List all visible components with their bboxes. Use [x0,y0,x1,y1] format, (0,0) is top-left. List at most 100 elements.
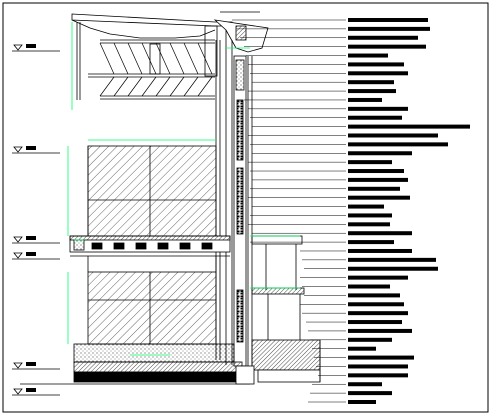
annotation-line [300,302,404,307]
annotation-line [248,89,396,94]
level-roof-top [12,44,60,52]
facade-insulation-3 [236,289,244,343]
slab-void [179,242,191,250]
annotation-line [304,266,438,271]
truss-diagonal [155,42,171,75]
paving-base [257,369,321,383]
upper-wall [87,145,217,237]
truss-diagonal [99,76,115,97]
truss-diagonal [113,76,129,97]
foundation-slab [73,371,243,383]
truss-web [99,42,213,97]
truss-diagonal [141,76,157,97]
annotation-line [252,124,470,129]
annotation-line [248,195,410,200]
truss-diagonal [141,42,157,75]
truss-bracket [149,43,161,75]
slab-void [157,242,169,250]
annotation-line [250,213,392,218]
facade-column [215,30,253,367]
annotation-line [312,346,376,351]
slab-void [91,242,103,250]
annotation-column [232,18,470,404]
cap-block [235,25,247,41]
truss-end-block [204,25,218,77]
annotation-line [250,115,402,120]
slab-voids [91,242,213,250]
annotation-line [310,337,392,342]
annotation-line [240,35,418,40]
facade-insulation-1 [236,99,244,161]
truss-diagonal [127,42,143,75]
slab-edge-beam [73,239,85,251]
facade-insulation-2 [236,167,244,235]
slab-void [135,242,147,250]
slab-void [201,242,213,250]
annotation-line [232,18,428,22]
level-mid-floor-lower [12,252,60,260]
level-upper [12,146,60,154]
annotation-line [300,248,412,253]
truss-diagonal [183,42,199,75]
level-markers [12,44,60,396]
annotation-line [252,231,412,236]
annotation-line [308,400,376,404]
slab-top-layer [69,235,231,241]
interior-slab-mid [251,287,305,295]
truss-diagonal [127,76,143,97]
roof-slab-top [71,13,233,27]
upper-wall-hatch [87,145,217,237]
annotation-line [250,169,404,174]
annotation-line [248,222,390,227]
annotation-line [248,106,408,111]
annotation-line [314,355,414,360]
annotation-line [310,391,392,396]
truss-diagonal [183,76,199,97]
annotation-line [300,275,408,280]
mid-floor-slab [69,235,231,272]
annotation-line [306,320,402,325]
slab-void [113,242,125,250]
annotation-line [252,177,408,182]
drain-box [235,365,255,385]
roof-truss [71,13,233,100]
annotation-line [252,80,394,85]
footing-band [73,361,243,373]
interior-right [235,235,321,385]
level-mid-floor [12,236,60,244]
truss-diagonal [169,76,185,97]
annotation-line [246,53,388,58]
annotation-line [248,160,392,165]
annotation-line [250,186,400,191]
annotation-line [250,240,394,245]
foundation [20,343,250,385]
dimensions [67,22,300,356]
interior-slab-upper [251,235,303,245]
roof-curve [71,19,216,39]
truss-diagonal [99,42,115,75]
annotation-line [302,284,390,289]
ground-paving [251,339,321,371]
annotation-line [302,311,408,316]
lower-wall-hatch [87,271,217,345]
annotation-line [252,204,384,209]
annotation-line [308,328,412,333]
annotation-line [304,293,400,298]
annotation-line [244,97,382,102]
truss-diagonal [113,42,129,75]
annotation-line [250,142,448,147]
facade-cap-fill [235,59,245,91]
annotation-line [250,71,408,76]
level-foundation [12,388,60,396]
truss-diagonal [155,76,171,97]
truss-diagonal [197,76,213,97]
annotation-line [248,62,404,67]
annotation-line [302,257,436,262]
annotation-line [244,44,426,49]
annotation-line [312,382,382,387]
annotation-line [318,373,408,378]
lower-wall [87,271,217,345]
